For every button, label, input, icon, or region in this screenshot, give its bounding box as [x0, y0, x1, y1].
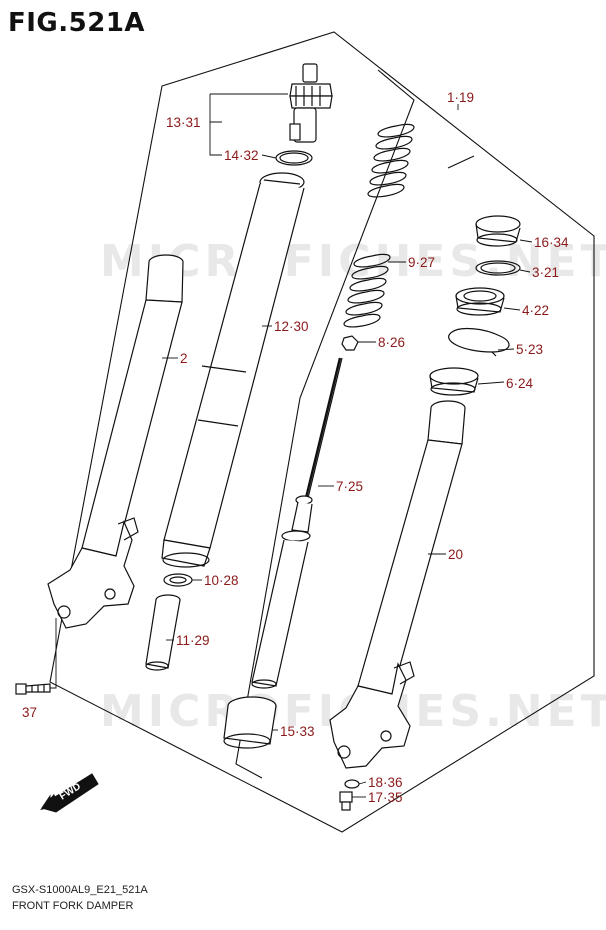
bottom-bushing — [223, 696, 277, 749]
drain-bolt — [339, 791, 353, 811]
fork-spring-upper — [367, 123, 415, 198]
fork-cap — [289, 63, 333, 143]
figure-title: FIG.521A — [8, 8, 146, 38]
guide-bushing — [429, 367, 479, 396]
leader-lines — [50, 93, 533, 798]
callout-13: 13·31 — [166, 115, 201, 130]
fork-spring-lower — [343, 253, 391, 328]
callout-7: 7·25 — [336, 479, 363, 494]
callout-11: 11·29 — [176, 633, 210, 648]
axle-bolt — [15, 683, 51, 695]
forward-arrow-icon: FWD — [40, 773, 99, 813]
spacer-tube — [145, 594, 181, 671]
callout-6: 6·24 — [506, 376, 534, 391]
model-code: GSX-S1000AL9_E21_521A — [12, 884, 148, 896]
callout-10: 10·28 — [204, 573, 239, 588]
seal-retainer-clip — [448, 327, 510, 357]
outer-tube-right — [329, 400, 466, 769]
callout-20: 20 — [448, 547, 463, 562]
spring-guide-nut — [341, 335, 359, 351]
callout-1: 1·19 — [447, 90, 474, 105]
callout-9: 9·27 — [408, 255, 435, 270]
outer-tube-left — [47, 254, 184, 629]
figure-caption: FRONT FORK DAMPER — [12, 900, 134, 912]
stopper-ring — [475, 260, 521, 276]
callout-12: 12·30 — [274, 319, 309, 334]
callout-15: 15·33 — [280, 724, 315, 739]
callout-8: 8·26 — [378, 335, 405, 350]
outer-group-line — [447, 155, 475, 169]
collar-ring — [163, 573, 193, 587]
callout-37: 37 — [22, 705, 37, 720]
assembly-frame — [49, 31, 595, 833]
inner-tube — [161, 172, 305, 568]
callout-2: 2 — [180, 351, 188, 366]
drain-washer — [344, 779, 360, 789]
callout-18: 18·36 — [368, 775, 403, 790]
callout-17: 17·35 — [368, 790, 403, 805]
damper-group-frame — [235, 69, 415, 779]
callout-4: 4·22 — [522, 303, 549, 318]
dust-seal — [475, 215, 521, 247]
callout-5: 5·23 — [516, 342, 543, 357]
damper-rod — [251, 357, 343, 689]
callout-16: 16·34 — [534, 235, 569, 250]
oil-seal — [455, 287, 505, 316]
callout-14: 14·32 — [224, 148, 259, 163]
callout-3: 3·21 — [532, 265, 559, 280]
